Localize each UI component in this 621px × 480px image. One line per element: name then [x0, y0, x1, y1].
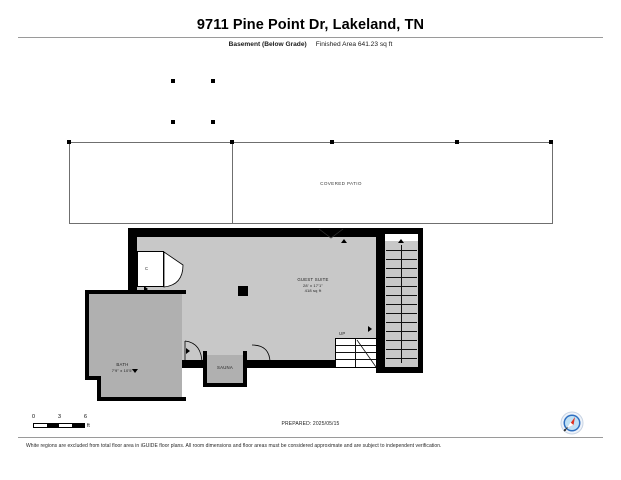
stair-tread	[336, 352, 376, 353]
wall-stair-bottom	[385, 367, 423, 373]
wall-left-upper	[128, 228, 137, 294]
direction-arrow-down	[272, 361, 278, 365]
scale-tick-labels: 0 3 6	[28, 414, 98, 423]
wall-bath-top	[85, 290, 186, 294]
scale-bar	[33, 423, 85, 428]
sauna-name: SAUNA	[216, 365, 234, 370]
level-subtitle: Basement (Below Grade) Finished Area 641.…	[0, 41, 621, 48]
scale-tick-0: 0	[32, 414, 35, 420]
post-marker	[171, 79, 175, 83]
floor-bath-ext	[101, 376, 182, 397]
scale-tick-3: 3	[58, 414, 61, 420]
stair-landing	[335, 338, 377, 368]
post-marker	[171, 120, 175, 124]
post-marker	[230, 140, 234, 144]
scale-segment	[46, 424, 59, 427]
room-closet	[137, 251, 164, 287]
floor-plan-canvas: COVERED PATIO C GUEST SUITE	[0, 55, 621, 405]
direction-arrow-right	[186, 348, 190, 354]
scale-unit-label: ft	[87, 423, 90, 429]
post-marker	[211, 79, 215, 83]
room-label-closet: C	[145, 266, 149, 271]
wall-bath-bottom	[97, 397, 186, 401]
floor-sauna	[207, 355, 243, 383]
room-label-bath: BATH 7'9" x 10'5"	[90, 362, 155, 373]
direction-arrow-right	[368, 326, 372, 332]
patio-divider	[232, 142, 233, 224]
direction-arrow-left	[85, 344, 89, 350]
direction-arrow-right	[144, 286, 148, 292]
prepared-date: PREPARED: 2025/05/15	[281, 421, 340, 427]
room-label-guest-suite: GUEST SUITE 28' x 17'1" 418 sq ft	[268, 277, 358, 293]
guest-suite-name: GUEST SUITE	[297, 277, 329, 282]
post-marker	[67, 140, 71, 144]
page-title: 9711 Pine Point Dr, Lakeland, TN	[196, 17, 425, 33]
wall-sauna-right	[243, 351, 247, 387]
level-label: Basement (Below Grade)	[228, 41, 307, 48]
bath-dimensions: 7'9" x 10'5"	[111, 367, 134, 373]
post-marker	[549, 140, 553, 144]
scale-segment	[59, 424, 72, 427]
wall-bath-step	[97, 376, 101, 401]
post-marker	[455, 140, 459, 144]
wall-stair-right	[418, 228, 423, 373]
structural-column	[238, 286, 248, 296]
wall-bath-bottom-left	[85, 376, 101, 380]
closet-door-swing	[163, 251, 184, 288]
sauna-door-swing	[251, 344, 271, 364]
stair-tread	[336, 359, 376, 360]
scale-tick-6: 6	[84, 414, 87, 420]
wall-sauna-bottom	[203, 383, 247, 387]
guest-suite-area: 418 sq ft	[304, 287, 322, 293]
wall-right	[376, 228, 385, 373]
stair-up-label: UP	[339, 331, 346, 336]
guest-suite-dimensions: 28' x 17'1"	[303, 282, 323, 288]
finished-area-label: Finished Area 641.23 sq ft	[315, 41, 393, 48]
floor-bath	[89, 294, 182, 376]
post-marker	[211, 120, 215, 124]
post-marker	[330, 140, 334, 144]
room-label-covered-patio: COVERED PATIO	[320, 181, 362, 186]
stair-diagonal	[356, 339, 377, 368]
wall-bottom	[186, 360, 385, 368]
room-label-sauna: SAUNA	[200, 365, 250, 371]
direction-arrow-down	[132, 369, 138, 373]
stair-handrail	[401, 245, 402, 363]
bath-door-swing	[184, 340, 203, 365]
bath-name: BATH	[116, 362, 129, 367]
compass-rose-icon	[560, 411, 584, 435]
scale-segment	[71, 424, 84, 427]
header-divider	[18, 37, 603, 38]
footer-divider	[18, 437, 603, 438]
wall-sauna	[203, 351, 207, 387]
roof-peak-mark	[318, 228, 344, 239]
wall-top	[128, 228, 385, 237]
stair-tread	[336, 345, 376, 346]
direction-arrow-up	[341, 239, 347, 243]
room-covered-patio	[69, 142, 553, 224]
wall-bath-outline	[85, 290, 89, 380]
wall-stair-top	[385, 228, 423, 234]
disclaimer-text: White regions are excluded from total fl…	[26, 443, 442, 449]
stair-direction-arrow-up	[398, 239, 404, 243]
scale-segment	[34, 424, 47, 427]
stair-handrail	[355, 339, 356, 367]
